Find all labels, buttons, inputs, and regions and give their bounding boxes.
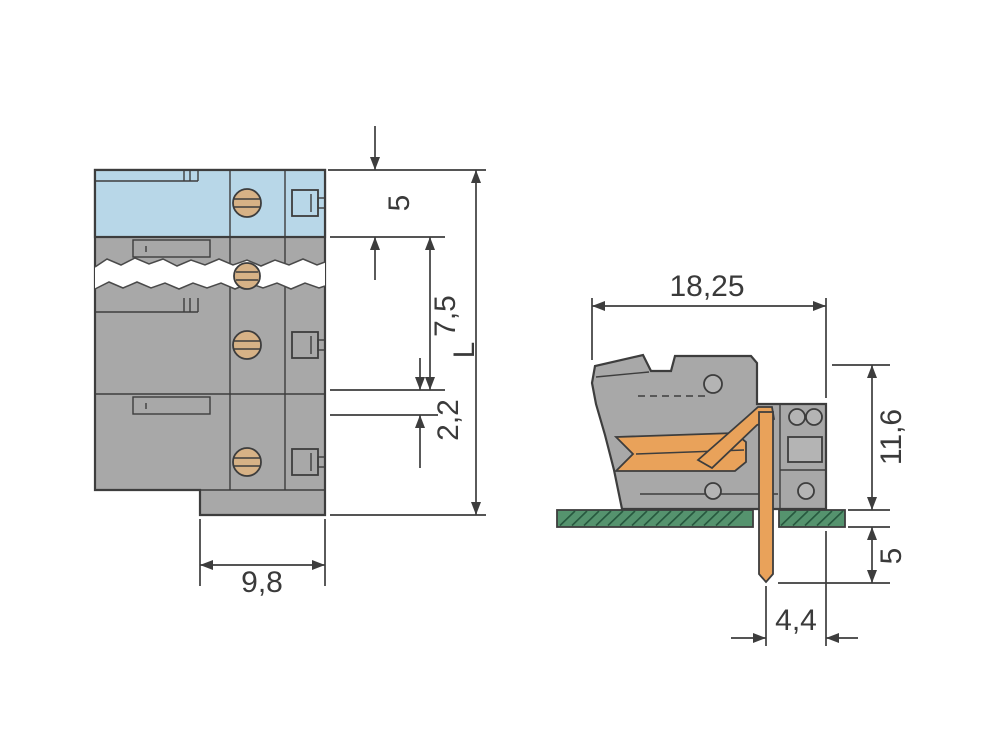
screw-2 (232, 330, 262, 360)
rivet-bottom-2 (797, 482, 815, 500)
screw-3 (232, 447, 262, 477)
recess-notch-2 (132, 396, 211, 415)
hardware-details (703, 374, 823, 500)
screw-1 (232, 188, 262, 218)
dim-label-width: 18,25 (669, 270, 744, 303)
dim-label-pin-to-edge: 4,4 (775, 604, 817, 637)
front-view (93, 168, 327, 517)
break-wave-upper (94, 257, 326, 268)
side-dimensions: 18,25 11,6 5 4,4 (591, 270, 908, 646)
side-view (556, 353, 846, 584)
highlight-pole-band (93, 168, 327, 239)
dim-offset: 2,2 (415, 358, 465, 468)
dim-label-pin-length: 5 (875, 548, 908, 565)
dim-total-length: L (448, 170, 481, 515)
rivet-bottom-1 (704, 482, 722, 500)
recess-notch-1 (132, 239, 211, 258)
side-openings (291, 189, 326, 476)
rivet-right-1 (788, 408, 806, 426)
front-internal-lines (95, 170, 325, 491)
dim-label-depth: 9,8 (241, 566, 283, 599)
dim-top-height: 5 (370, 126, 416, 280)
screw-break (233, 262, 261, 290)
dim-height-above-board: 11,6 (867, 365, 908, 510)
dim-label-top-height: 5 (383, 195, 416, 212)
break-wave-lower (94, 281, 326, 290)
mount-block (787, 436, 823, 463)
rivet-top (703, 374, 723, 394)
dim-pin-to-edge: 4,4 (731, 604, 858, 643)
solder-pin (758, 411, 774, 584)
rivet-right-2 (805, 408, 823, 426)
dim-pitch: 7,5 (425, 237, 462, 390)
pcb-board (556, 509, 846, 528)
dim-label-total-length: L (448, 342, 481, 359)
break-band (94, 257, 326, 290)
dim-width: 18,25 (592, 270, 826, 311)
pcb-hatch (559, 510, 844, 527)
dim-label-height: 11,6 (875, 409, 908, 465)
dim-label-offset: 2,2 (432, 399, 465, 441)
dim-label-pitch: 7,5 (429, 295, 462, 337)
dim-depth: 9,8 (200, 560, 325, 599)
front-dimensions: 5 7,5 2,2 L 9,8 (199, 126, 486, 599)
latch-beak-line (595, 371, 650, 378)
clamping-screws (232, 188, 262, 477)
dim-pin-length: 5 (867, 527, 908, 583)
